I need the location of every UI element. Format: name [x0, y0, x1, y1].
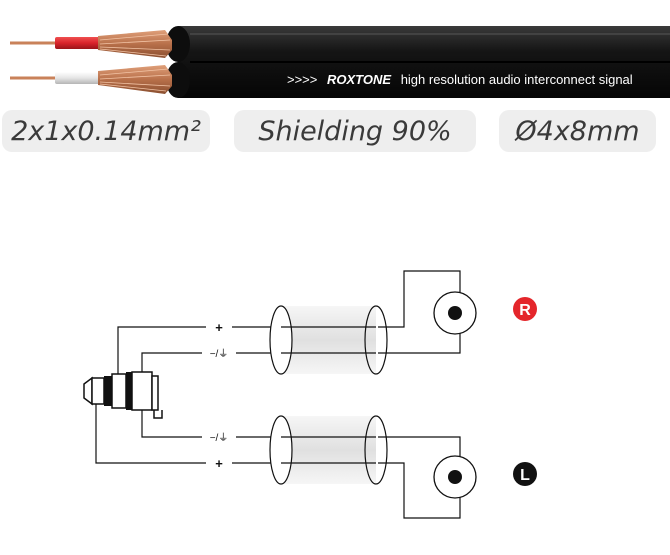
white-wire	[10, 65, 172, 94]
cable-print-prefix: >>>>	[287, 72, 317, 87]
trs-jack-plug	[83, 371, 163, 419]
spec-shielding: Shielding 90%	[234, 110, 476, 152]
cable-print-text: high resolution audio interconnect signa…	[401, 72, 633, 87]
top-hot-label: +	[215, 320, 223, 335]
cable-brand: ROXTONE	[327, 72, 391, 87]
spec-conductor: 2x1x0.14mm²	[2, 110, 210, 152]
right-channel-badge: R	[513, 297, 537, 321]
spec-diameter: Ø4x8mm	[499, 110, 656, 152]
left-channel-letter: L	[520, 467, 530, 484]
rca-connector-right	[433, 291, 477, 335]
cable-jacket	[166, 26, 670, 98]
right-channel-letter: R	[519, 302, 531, 319]
red-wire	[10, 30, 172, 58]
shield-top	[269, 305, 388, 375]
bottom-ground-label: −/⏚	[210, 432, 229, 444]
cable-photo: >>>> ROXTONE high resolution audio inter…	[10, 26, 670, 98]
rca-connector-left	[433, 455, 477, 499]
top-ground-label: −/⏚	[210, 348, 229, 360]
svg-text:>>>> ROXTONE high reso: >>>> ROXTONE high resolution audio inter…	[287, 72, 633, 87]
shield-bottom	[269, 415, 388, 485]
bottom-hot-label: +	[215, 456, 223, 471]
left-channel-badge: L	[513, 462, 537, 486]
